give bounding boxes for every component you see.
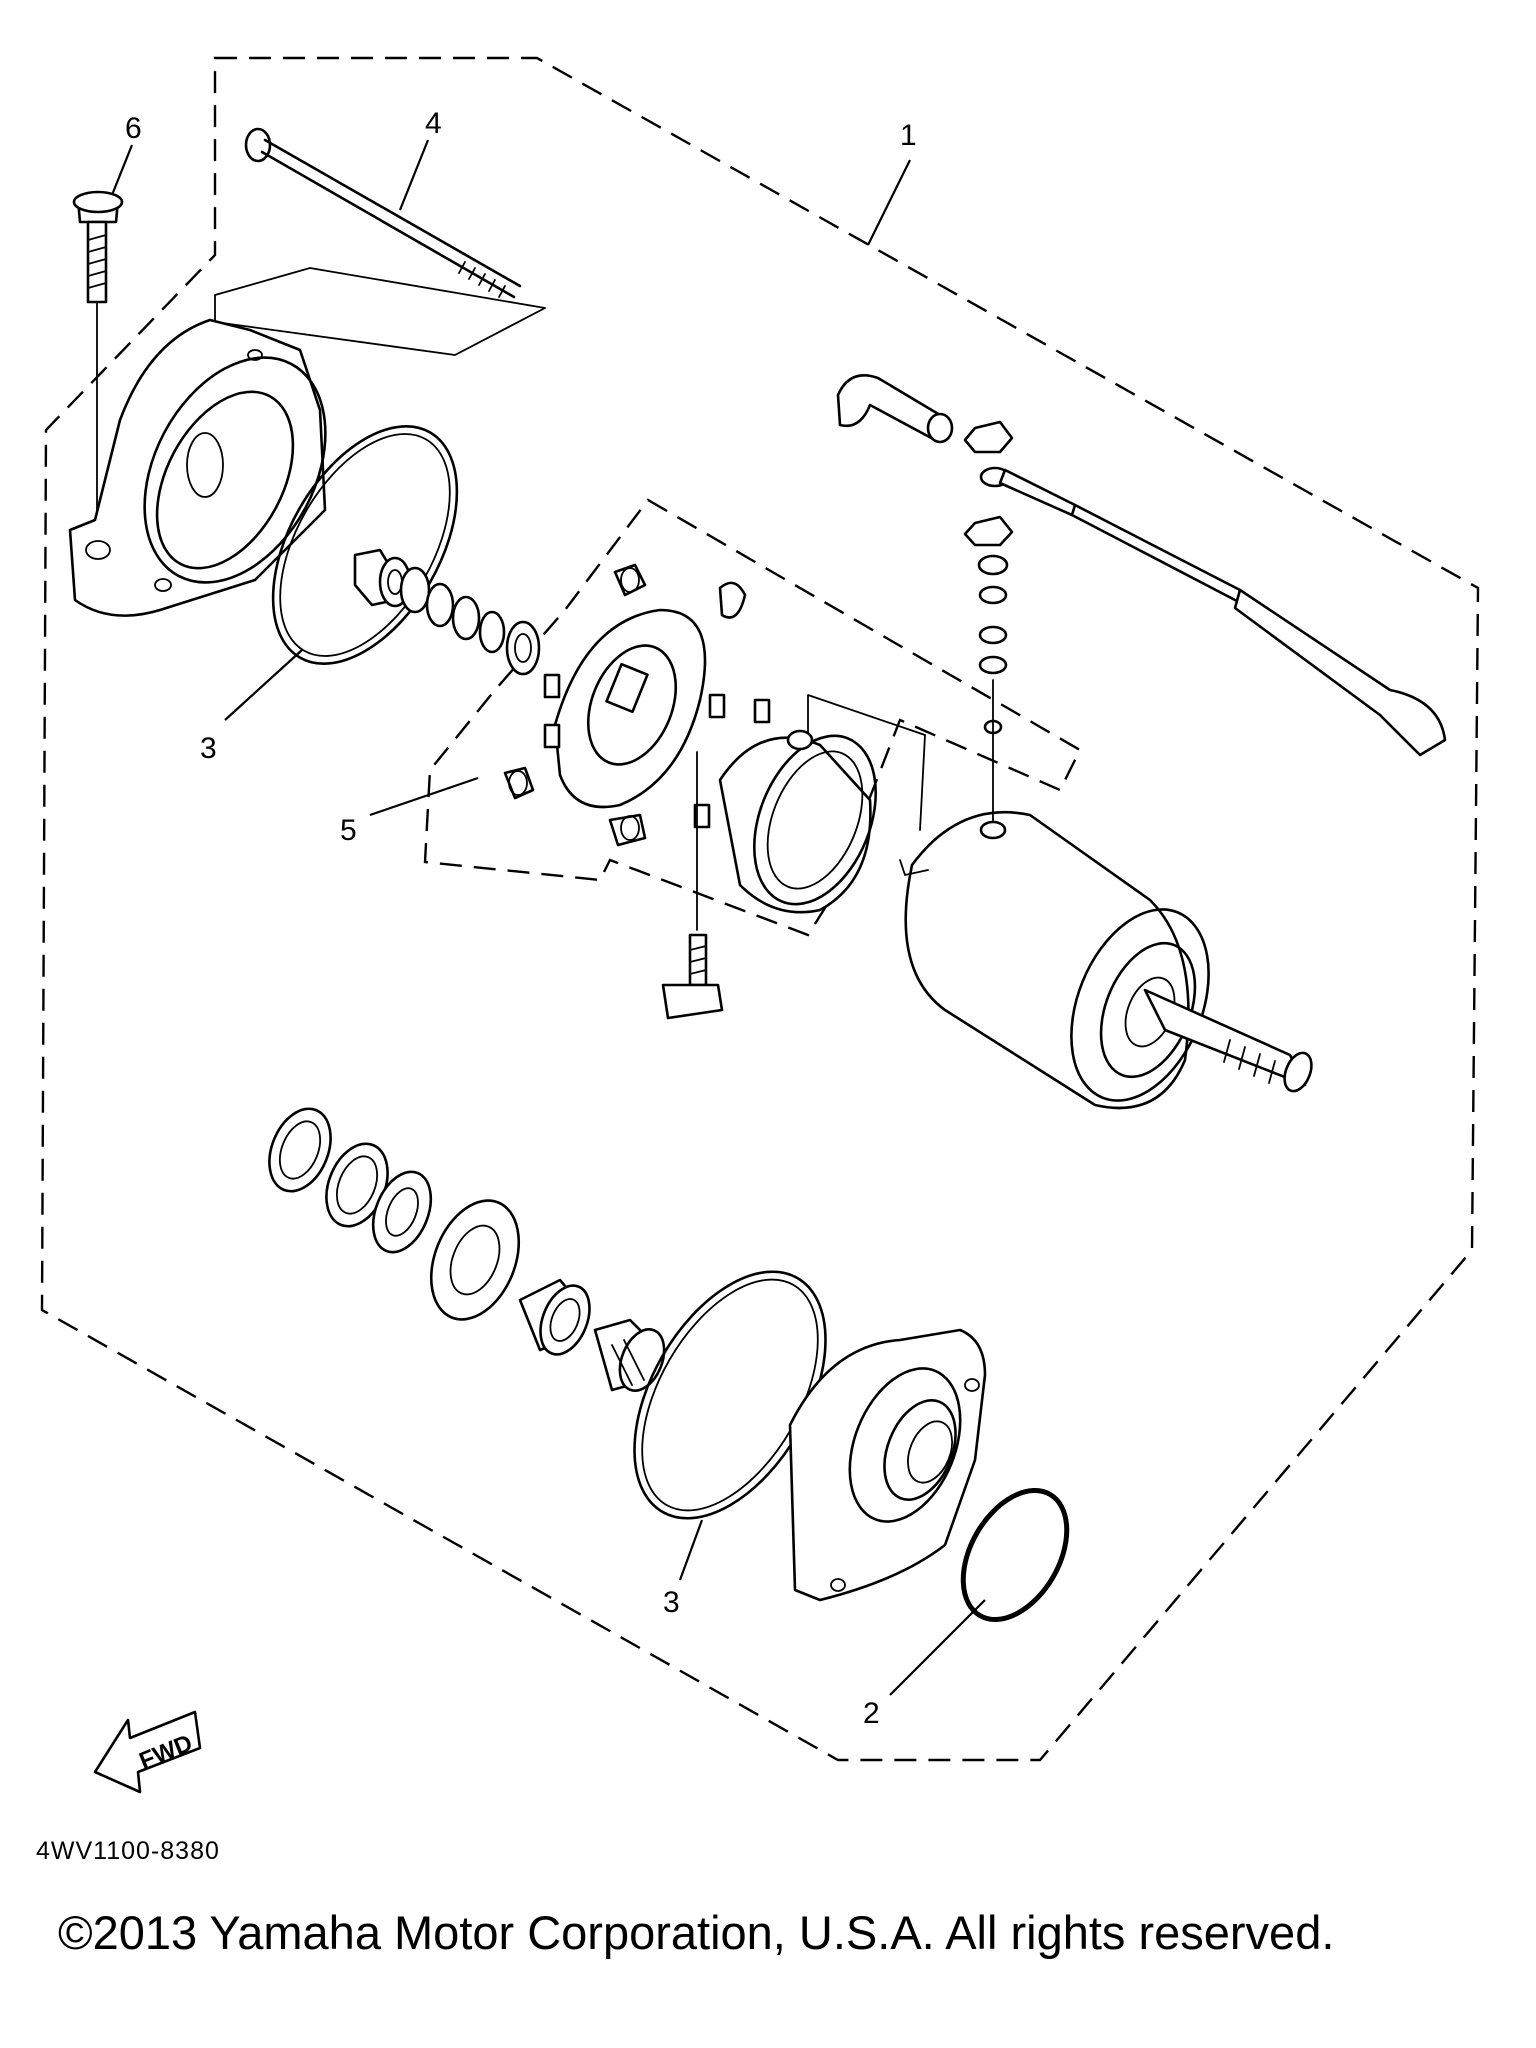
callout-2: 2 (863, 1697, 880, 1730)
flange-screw (72, 190, 124, 541)
o-ring-small (960, 1488, 1070, 1622)
callout-4: 4 (425, 107, 442, 140)
brush-springs (503, 563, 747, 847)
bushing-washer-stack-upper (353, 548, 541, 676)
assembly-boundary (40, 56, 1480, 1762)
o-ring-upper (271, 425, 459, 665)
callout-6: 6 (125, 112, 142, 145)
leader-2 (889, 1599, 986, 1696)
brush-screw (661, 751, 724, 1020)
front-washer-bearing-stack (268, 1107, 666, 1392)
fwd-arrow-icon: FWD (93, 1710, 202, 1794)
callout-3-upper: 3 (200, 732, 217, 765)
yoke-ring (718, 694, 926, 914)
callout-5: 5 (340, 814, 357, 847)
callout-3-lower: 3 (663, 1586, 680, 1619)
leader-1 (867, 159, 911, 246)
leader-3b (678, 1519, 704, 1581)
callout-1: 1 (900, 119, 917, 152)
through-bolt (214, 127, 546, 356)
lead-cable (836, 374, 1447, 757)
front-cover (788, 1328, 987, 1602)
leader-4 (398, 139, 430, 211)
rear-cover (68, 318, 327, 617)
motor-body (899, 810, 1313, 1110)
brush-assembly-boundary (423, 498, 1082, 937)
leader-3a (224, 649, 303, 721)
brush-plate (543, 608, 771, 829)
leader-5 (369, 776, 479, 817)
terminal-hardware-stack (963, 420, 1014, 840)
copyright-notice: ©2013 Yamaha Motor Corporation, U.S.A. A… (58, 1906, 1335, 1959)
diagram-code: 4WV1100-8380 (36, 1837, 220, 1865)
leader-6 (110, 144, 134, 196)
